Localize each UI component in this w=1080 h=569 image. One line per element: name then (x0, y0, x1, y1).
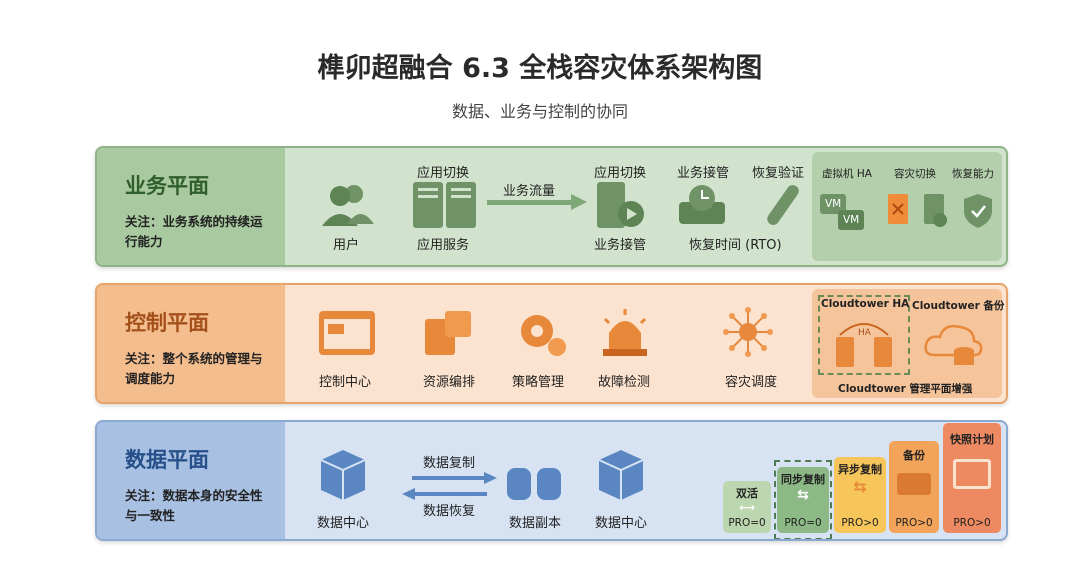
datacenter-icon (320, 450, 366, 500)
control-center-icon (319, 311, 375, 355)
replica-label: 数据副本 (509, 516, 562, 531)
test-tube-icon (767, 185, 799, 225)
tier-rpo: PRO>0 (895, 517, 933, 529)
control-item: 故障检测 (598, 375, 651, 390)
cloudtower-backup-label: Cloudtower 备份 (912, 300, 1005, 312)
traffic-label: 业务流量 (503, 184, 556, 199)
control-item: 资源编排 (423, 375, 476, 390)
data-plane-header: 数据平面 关注：数据本身的安全性与一致性 (97, 422, 285, 539)
tape-icon (897, 473, 931, 495)
tier-sync-replication: 同步复制⇆ PRO=0 (777, 467, 829, 533)
database-icon (507, 468, 561, 500)
tier-async-replication: 异步复制⇆ PRO>0 (834, 457, 886, 533)
tier-label: 异步复制 (838, 463, 882, 476)
tier-rpo: PRO=0 (728, 517, 766, 529)
ha-badge-text: HA (858, 328, 872, 338)
rto-label: 恢复时间 (RTO) (689, 238, 782, 253)
ha-servers-icon: HA (836, 323, 892, 367)
control-plane-header: 控制平面 关注：整个系统的管理与调度能力 (97, 285, 285, 402)
arrows-icon: ⇆ (797, 487, 809, 503)
tier-label: 双活 (736, 487, 758, 500)
ha-dashed-box (818, 295, 910, 375)
control-item: 策略管理 (512, 375, 565, 390)
page-title: 榫卯超融合 6.3 全栈容灾体系架构图 (317, 53, 763, 84)
app-service-label: 应用服务 (417, 238, 470, 253)
restore-label: 数据恢复 (423, 504, 476, 519)
control-item: 控制中心 (319, 375, 372, 390)
tier-rpo: PRO>0 (841, 517, 879, 529)
tier-rpo: PRO>0 (953, 517, 991, 529)
takeover-title: 业务接管 (677, 166, 730, 181)
film-clock-icon (953, 459, 991, 489)
control-right-panel: Cloudtower HA Cloudtower 备份 HA Cloudtowe… (812, 289, 1005, 398)
alarm-icon (603, 309, 647, 356)
plane-title: 业务平面 (125, 174, 209, 198)
bidirectional-arrow-icon (402, 472, 497, 500)
datacenter-icon-2 (598, 450, 644, 500)
datacenter-label-2: 数据中心 (595, 516, 648, 531)
datacenter-label: 数据中心 (317, 516, 370, 531)
app-switch-label: 应用切换 (417, 166, 470, 181)
gears-icon (521, 315, 566, 356)
plane-focus: 关注：数据本身的安全性与一致性 (125, 488, 263, 523)
cloudtower-ha-label: Cloudtower HA (821, 298, 910, 310)
server-takeover-icon (597, 182, 644, 228)
page-subtitle: 数据、业务与控制的协同 (451, 102, 628, 121)
business-right-panel: 虚拟机 HA 容灾切换 恢复能力 VM VM (812, 152, 1002, 261)
plane-title: 数据平面 (125, 448, 209, 472)
recover-label: 恢复能力 (952, 168, 994, 180)
cloud-backup-icon (924, 324, 983, 365)
business-plane-header: 业务平面 关注：业务系统的持续运行能力 (97, 148, 285, 265)
puzzle-icon (425, 311, 471, 355)
cloudtower-footer: Cloudtower 管理平面增强 (838, 383, 973, 395)
users-icon (322, 185, 374, 226)
tier-backup: 备份 PRO>0 (889, 441, 939, 533)
arrow-right-icon (487, 194, 587, 210)
sync-dashed-box (774, 460, 832, 539)
vm-icon: VM (820, 194, 847, 214)
arrows-icon: ⟷ (739, 501, 755, 514)
control-plane: 控制平面 关注：整个系统的管理与调度能力 控制中心 资源编排 策略管理 故障检测… (95, 283, 1008, 404)
plane-focus: 关注：整个系统的管理与调度能力 (125, 351, 263, 386)
business-plane: 业务平面 关注：业务系统的持续运行能力 用户 应用切换 应用服务 业务流量 应用… (95, 146, 1008, 267)
tier-label: 备份 (903, 449, 925, 462)
data-plane: 数据平面 关注：数据本身的安全性与一致性 数据中心 数据复制 数据恢复 数据副本… (95, 420, 1008, 541)
vm-ha-label: 虚拟机 HA (822, 168, 872, 180)
tier-snapshot: 快照计划 PRO>0 (943, 423, 1001, 533)
plane-focus: 关注：业务系统的持续运行能力 (125, 214, 263, 249)
replicate-label: 数据复制 (423, 456, 476, 471)
takeover-label: 业务接管 (594, 238, 647, 253)
plane-title: 控制平面 (125, 311, 209, 335)
app-switch-label-2: 应用切换 (594, 166, 647, 181)
user-label: 用户 (333, 238, 360, 253)
tier-label: 快照计划 (950, 433, 994, 446)
network-hub-icon (723, 307, 773, 357)
tier-active-active: 双活⟷ PRO=0 (723, 481, 771, 533)
failover-label: 容灾切换 (894, 168, 936, 180)
tier-rpo: PRO=0 (784, 517, 822, 529)
server-icon (413, 182, 476, 228)
tier-label: 同步复制 (781, 473, 825, 486)
verify-label: 恢复验证 (752, 166, 805, 181)
arrows-icon: ⇆ (853, 477, 867, 496)
control-item: 容灾调度 (725, 375, 778, 390)
recovery-time-icon (679, 185, 725, 224)
vm-icon-2: VM (838, 210, 865, 230)
failover-flow-icon (888, 194, 992, 228)
